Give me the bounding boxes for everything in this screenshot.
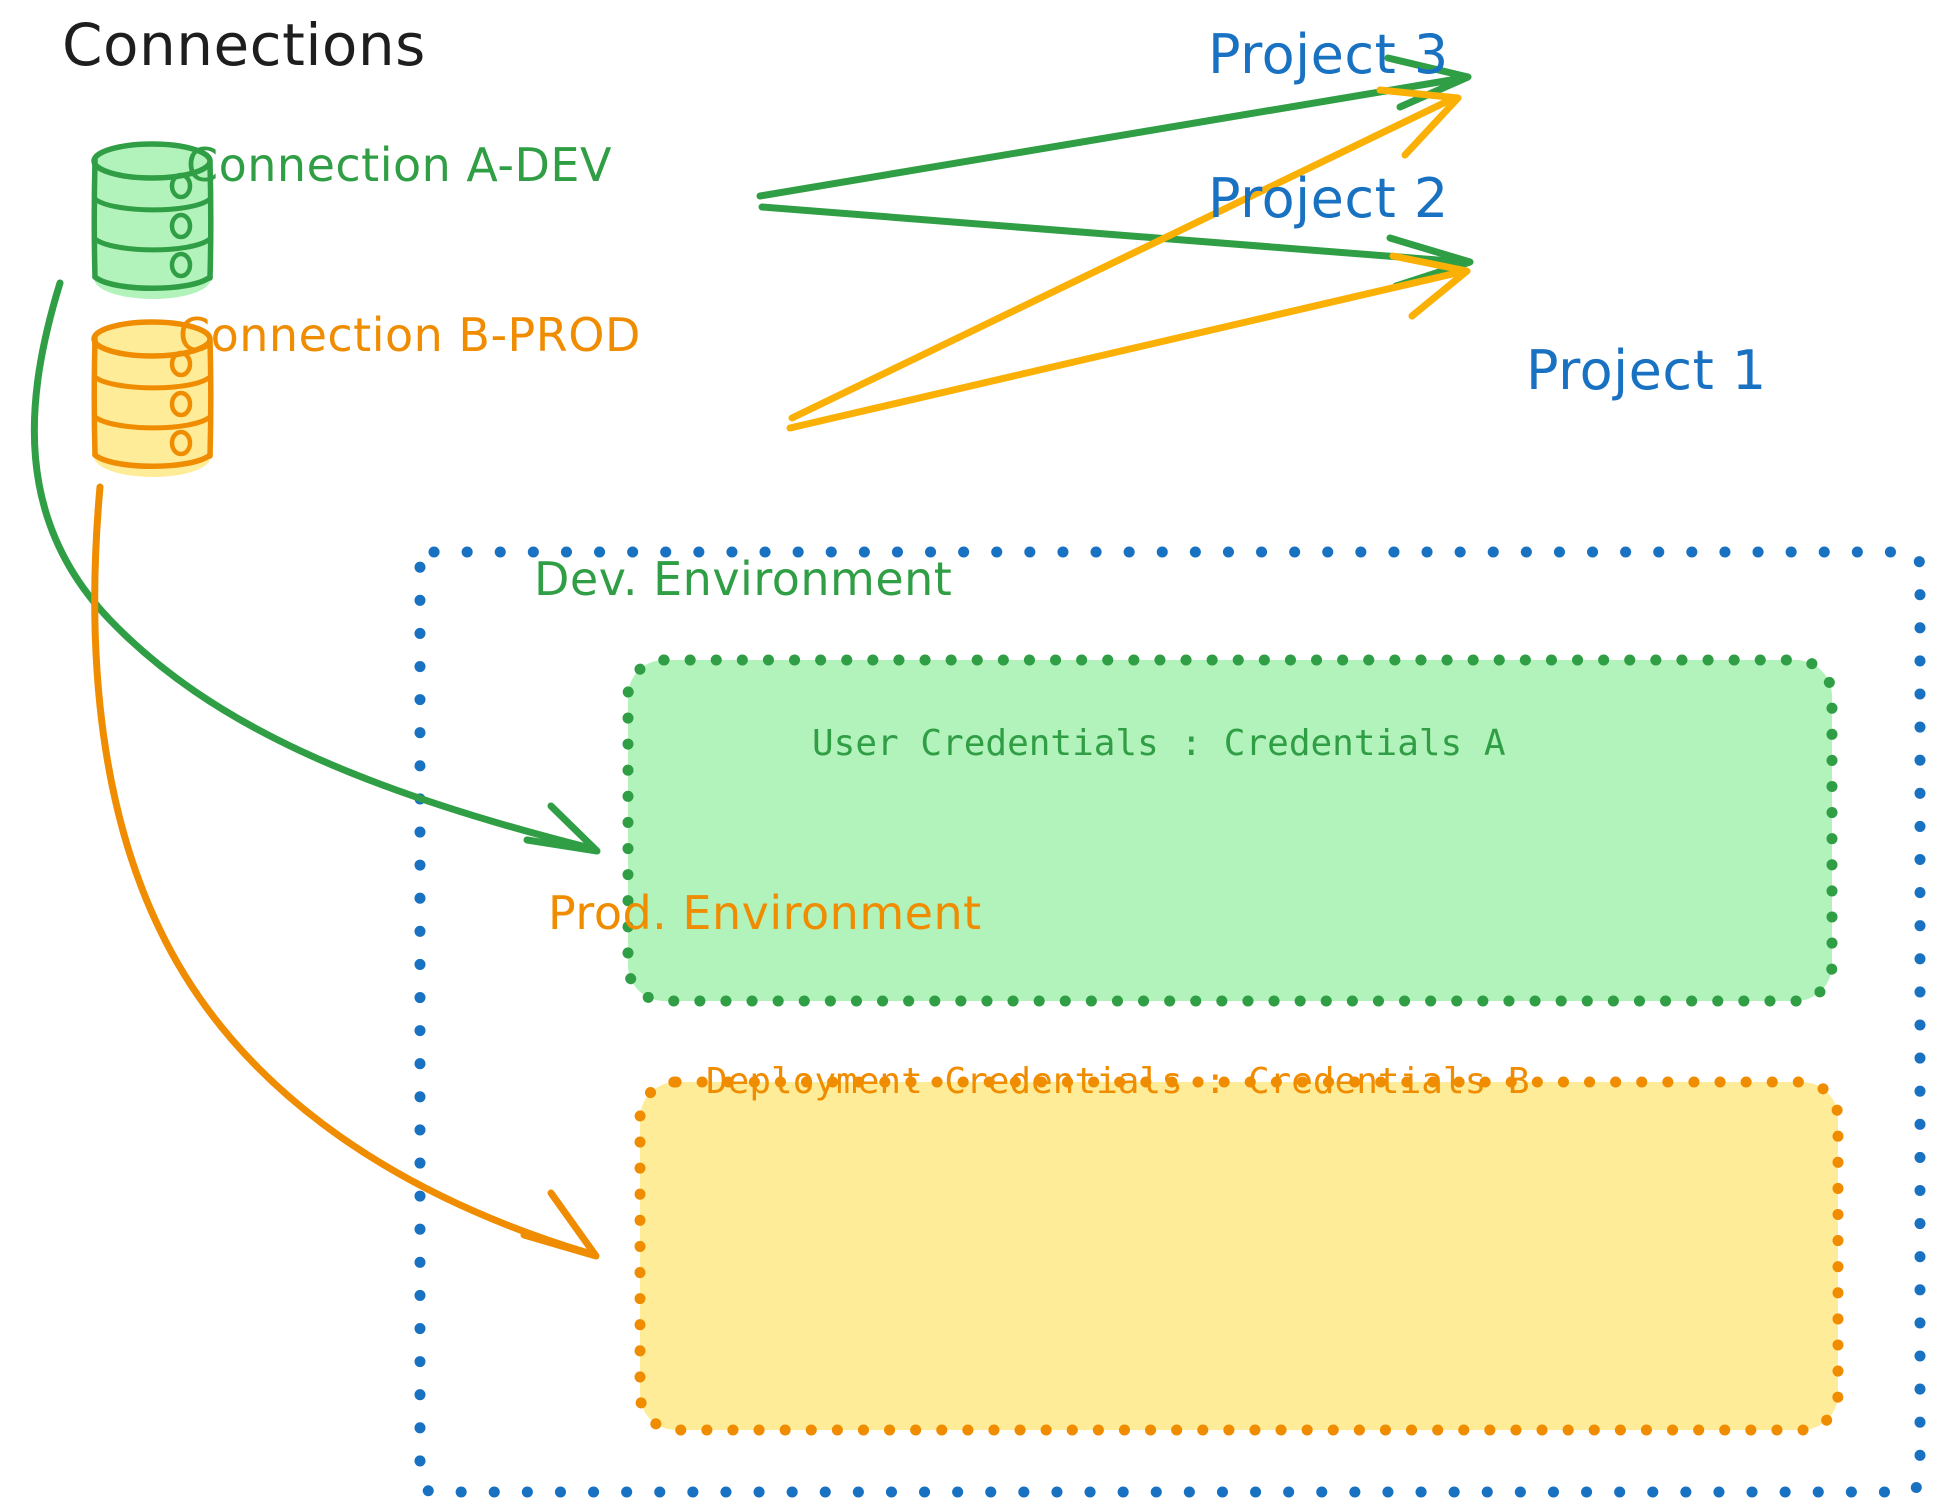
prod-environment-credentials: Deployment Credentials : Credentials B — [706, 1061, 1530, 1102]
project-2-label[interactable]: Project 2 — [1208, 167, 1449, 230]
arrow-b-prod-to-project-2 — [786, 252, 1471, 432]
page-title: Connections — [62, 11, 426, 79]
dev-environment-credentials: User Credentials : Credentials A — [812, 723, 1506, 764]
dev-environment-label: Dev. Environment — [534, 552, 953, 606]
prod-environment-label: Prod. Environment — [548, 886, 982, 940]
arrow-a-dev-to-dev-env — [30, 279, 601, 855]
arrow-b-prod-to-prod-env — [91, 483, 600, 1260]
dev-environment-box[interactable] — [622, 654, 1838, 1007]
connection-b-prod-label[interactable]: Connection B-PROD — [178, 308, 641, 362]
prod-environment-box[interactable] — [634, 1076, 1844, 1436]
project-1-label[interactable]: Project 1 — [1526, 339, 1767, 402]
project-3-label[interactable]: Project 3 — [1208, 23, 1449, 86]
connection-a-dev-label[interactable]: Connection A-DEV — [186, 138, 612, 192]
arrow-b-prod-to-project-3 — [788, 86, 1462, 422]
project-1-container — [414, 546, 1926, 1498]
